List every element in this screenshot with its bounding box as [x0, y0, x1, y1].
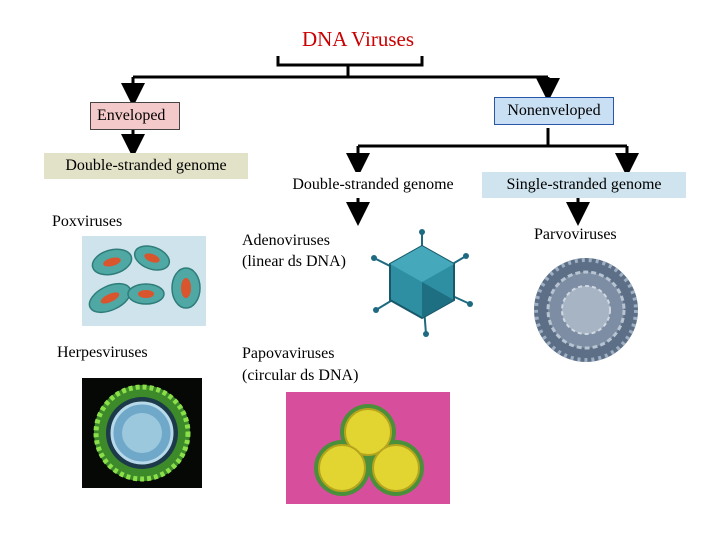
poxviruses-label: Poxviruses	[52, 213, 123, 230]
parvovirus-model	[528, 252, 644, 368]
nonenveloped-ss-genome-box: Single-stranded genome	[482, 172, 686, 198]
nonenveloped-ds-genome-box: Double-stranded genome	[272, 172, 474, 198]
diagram-title: DNA Viruses	[301, 27, 415, 51]
papovaviruses-sublabel: (circular ds DNA)	[242, 367, 359, 384]
adenovirus-model	[366, 226, 478, 338]
adenoviruses-label: Adenoviruses	[242, 232, 330, 249]
papovavirus-micrograph	[286, 392, 450, 504]
papovaviruses-label: Papovaviruses	[242, 345, 335, 362]
herpesviruses-label: Herpesviruses	[57, 344, 148, 361]
enveloped-box: Enveloped	[90, 102, 180, 130]
adenoviruses-sublabel: (linear ds DNA)	[242, 253, 346, 270]
parvoviruses-label: Parvoviruses	[534, 226, 617, 243]
enveloped-ds-genome-box: Double-stranded genome	[44, 153, 248, 179]
nonenveloped-box: Nonenveloped	[494, 97, 614, 125]
herpesvirus-micrograph	[82, 378, 202, 488]
poxvirus-micrograph	[82, 236, 206, 326]
